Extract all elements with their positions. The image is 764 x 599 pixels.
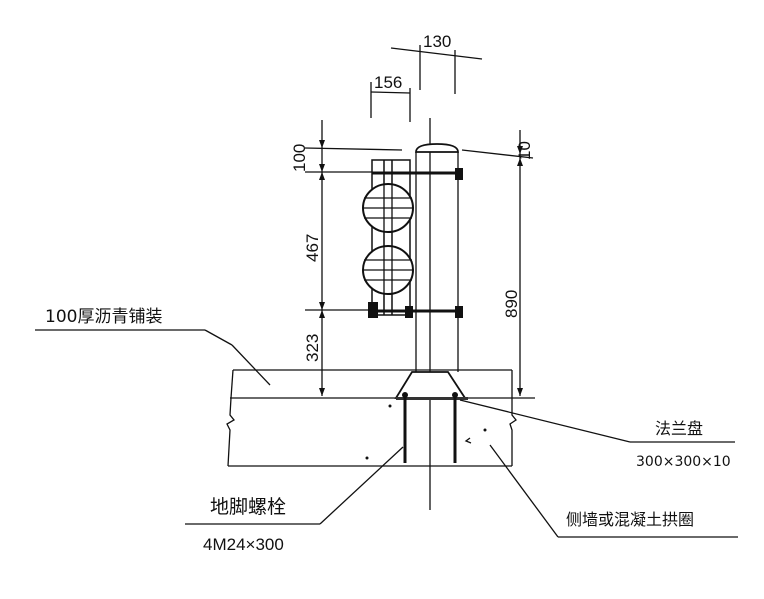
dim-bracket-width: 156 — [374, 73, 402, 92]
flange-plate — [396, 397, 468, 400]
pavement-leader — [231, 344, 271, 386]
dim-lamp-span: 467 — [303, 234, 322, 262]
pole-cap — [415, 143, 459, 153]
dim-bottom-gap: 323 — [303, 334, 322, 362]
wall-label: 侧墙或混凝土拱圈 — [566, 510, 694, 529]
flange-label: 法兰盘 — [655, 419, 703, 438]
dim-top-gap: 100 — [290, 144, 309, 172]
wall-leader — [489, 444, 559, 538]
pavement-label: 100厚沥青铺装 — [45, 307, 162, 327]
lamp-globe-upper — [362, 183, 414, 233]
right-dimension — [461, 130, 534, 396]
left-dimension-chain — [304, 120, 403, 396]
dim-top-offset: 130 — [423, 32, 451, 51]
anchor-bolt-leader — [319, 446, 404, 525]
anchor-bolt-spec-label: 4M24×300 — [203, 535, 284, 554]
dim-pole-height: 890 — [502, 290, 521, 318]
dim-cap-offset: 10 — [515, 141, 534, 160]
pavement-layer — [230, 369, 513, 399]
anchor-bolt-label: 地脚螺栓 — [210, 496, 286, 518]
concrete-slab — [226, 397, 535, 467]
lamp-globe-lower — [362, 245, 414, 295]
top-dimensions — [370, 45, 483, 122]
flange-size-label: 300×300×10 — [636, 454, 731, 470]
pole — [415, 143, 459, 372]
anchor-bolts — [402, 392, 458, 463]
flange-leader — [459, 399, 631, 443]
